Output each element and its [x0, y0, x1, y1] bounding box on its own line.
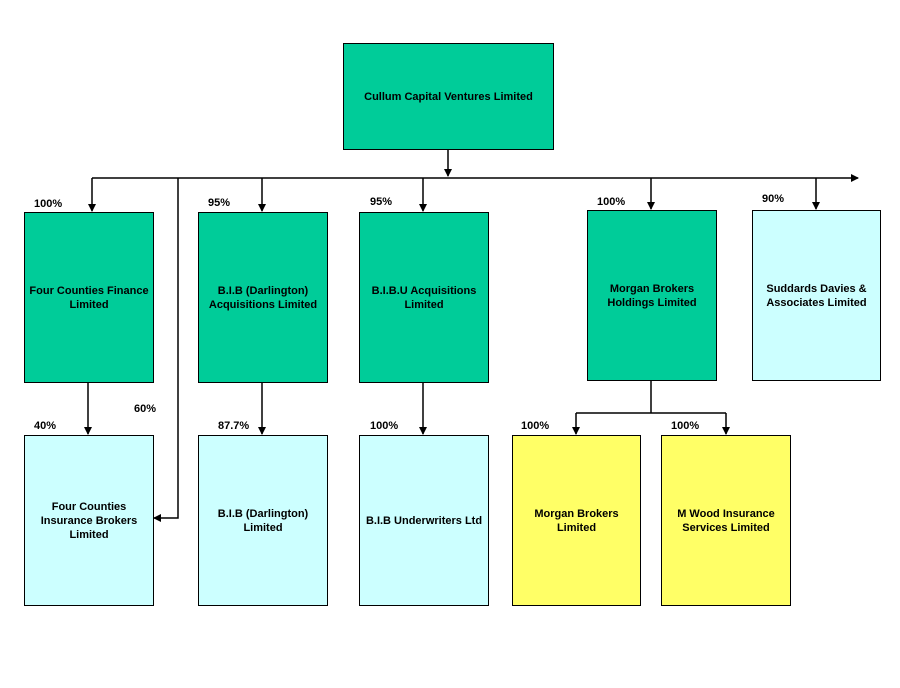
pct-suddards-davies: 90%: [762, 193, 785, 205]
node-label: M Wood Insurance Services Limited: [677, 507, 775, 534]
node-morgan-brokers: Morgan Brokers Limited: [512, 435, 641, 606]
pct-bib-darlington-acquisitions: 95%: [208, 197, 231, 209]
node-bib-darlington-acquisitions: B.I.B (Darlington) Acquisitions Limited: [198, 212, 328, 383]
node-label: Four Counties Insurance Brokers Limited: [40, 500, 138, 541]
node-label: B.I.B (Darlington) Limited: [217, 507, 309, 534]
node-bib-darlington: B.I.B (Darlington) Limited: [198, 435, 328, 606]
node-label: Four Counties Finance Limited: [29, 284, 149, 311]
pct-morgan-brokers: 100%: [521, 420, 550, 432]
node-m-wood-insurance: M Wood Insurance Services Limited: [661, 435, 791, 606]
node-label: B.I.B (Darlington) Acquisitions Limited: [208, 284, 318, 311]
node-label: Cullum Capital Ventures Limited: [364, 90, 533, 103]
line-cullum-to-four-counties-insurance: [153, 178, 179, 522]
node-cullum-capital-ventures: Cullum Capital Ventures Limited: [343, 43, 554, 150]
node-label: B.I.B.U Acquisitions Limited: [371, 284, 477, 311]
node-four-counties-insurance-brokers: Four Counties Insurance Brokers Limited: [24, 435, 154, 606]
node-morgan-brokers-holdings: Morgan Brokers Holdings Limited: [587, 210, 717, 381]
pct-bib-darlington: 87.7%: [218, 420, 250, 432]
node-label: Morgan Brokers Limited: [534, 507, 619, 534]
node-label: B.I.B Underwriters Ltd: [365, 514, 483, 527]
node-bibu-acquisitions: B.I.B.U Acquisitions Limited: [359, 212, 489, 383]
pct-m-wood-insurance: 100%: [671, 420, 700, 432]
pct-four-counties-insurance-via-cullum: 60%: [134, 403, 157, 415]
pct-four-counties-finance: 100%: [34, 198, 63, 210]
node-four-counties-finance: Four Counties Finance Limited: [24, 212, 154, 383]
pct-bib-underwriters: 100%: [370, 420, 399, 432]
pct-morgan-brokers-holdings: 100%: [597, 196, 626, 208]
pct-four-counties-insurance-via-finance: 40%: [34, 420, 57, 432]
pct-bibu-acquisitions: 95%: [370, 196, 393, 208]
node-bib-underwriters: B.I.B Underwriters Ltd: [359, 435, 489, 606]
node-suddards-davies: Suddards Davies & Associates Limited: [752, 210, 881, 381]
node-label: Morgan Brokers Holdings Limited: [607, 282, 697, 309]
node-label: Suddards Davies & Associates Limited: [766, 282, 867, 309]
